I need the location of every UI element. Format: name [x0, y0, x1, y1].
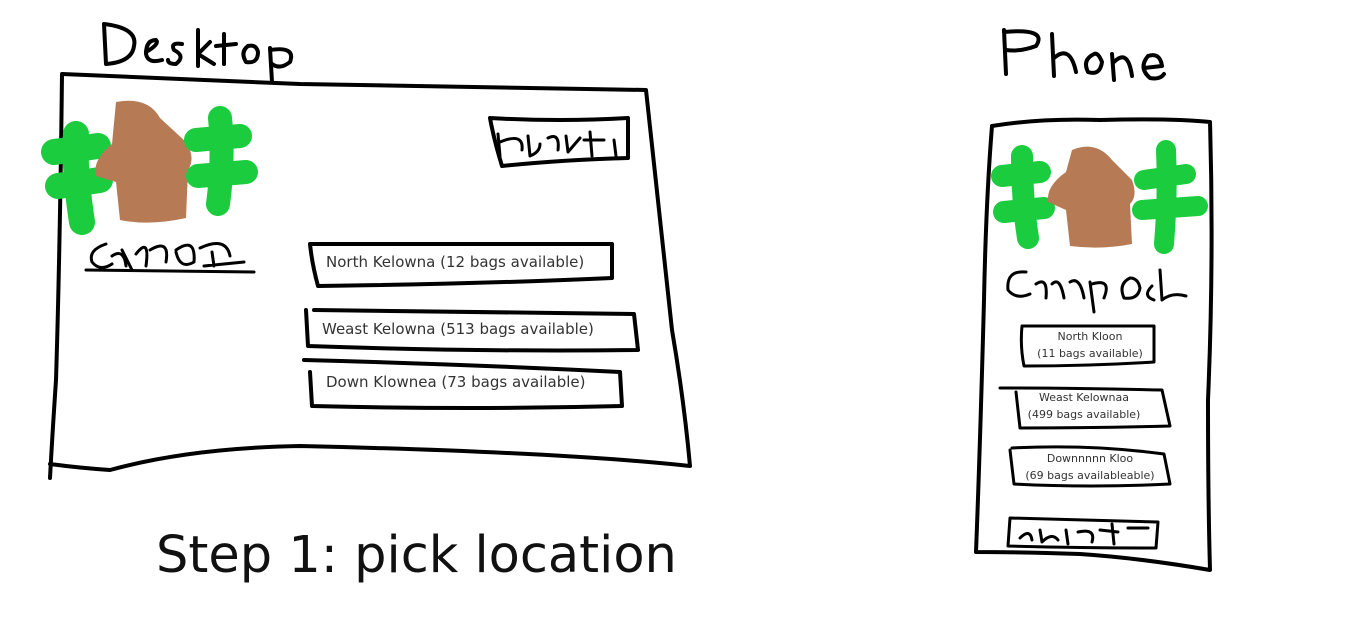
phone-location-name: Downnnnn Kloo	[1046, 452, 1134, 465]
phone-location-bags: (69 bags availableable)	[1025, 469, 1155, 482]
desktop-location-box-1[interactable]	[308, 242, 614, 288]
phone-location-box-1[interactable]	[1019, 324, 1156, 368]
desktop-about-button[interactable]	[488, 116, 630, 168]
desktop-logo	[41, 100, 258, 235]
phone-heading	[1002, 28, 1166, 82]
phone-frame	[974, 117, 1214, 572]
phone-location-box-3[interactable]	[1008, 445, 1172, 488]
house-icon	[95, 100, 192, 223]
phone-location-name: North Kloon	[1057, 330, 1123, 343]
phone-house-icon	[1047, 146, 1135, 248]
phone-location-bags: (11 bags available)	[1037, 347, 1143, 360]
phone-location-bags: (499 bags available)	[1027, 408, 1141, 421]
phone-brand-scribble	[1006, 268, 1188, 314]
tree-right-icon	[184, 106, 258, 216]
desktop-location-box-3[interactable]	[302, 358, 624, 410]
desktop-heading	[102, 22, 293, 84]
tree-left-icon	[41, 121, 113, 235]
desktop-location-label-3: Down Klownea (73 bags available)	[326, 373, 586, 391]
phone-tree-right-icon	[1132, 140, 1208, 254]
phone-location-box-2[interactable]	[998, 386, 1172, 430]
phone-location-item-2: Weast Kelownaa (499 bags available)	[1014, 389, 1154, 423]
step-caption: Step 1: pick location	[156, 526, 677, 585]
phone-about-button[interactable]	[1006, 516, 1160, 550]
phone-location-item-3: Downnnnn Kloo (69 bags availableable)	[1016, 450, 1164, 484]
desktop-location-label-2: Weast Kelowna (513 bags available)	[322, 320, 594, 338]
desktop-location-box-2[interactable]	[304, 308, 640, 353]
phone-logo	[991, 140, 1208, 254]
desktop-location-label-1: North Kelowna (12 bags available)	[326, 253, 585, 271]
phone-location-name: Weast Kelownaa	[1039, 391, 1129, 404]
phone-tree-left-icon	[991, 145, 1055, 249]
desktop-brand-scribble	[84, 242, 256, 274]
phone-location-item-1: North Kloon (11 bags available)	[1020, 328, 1160, 362]
